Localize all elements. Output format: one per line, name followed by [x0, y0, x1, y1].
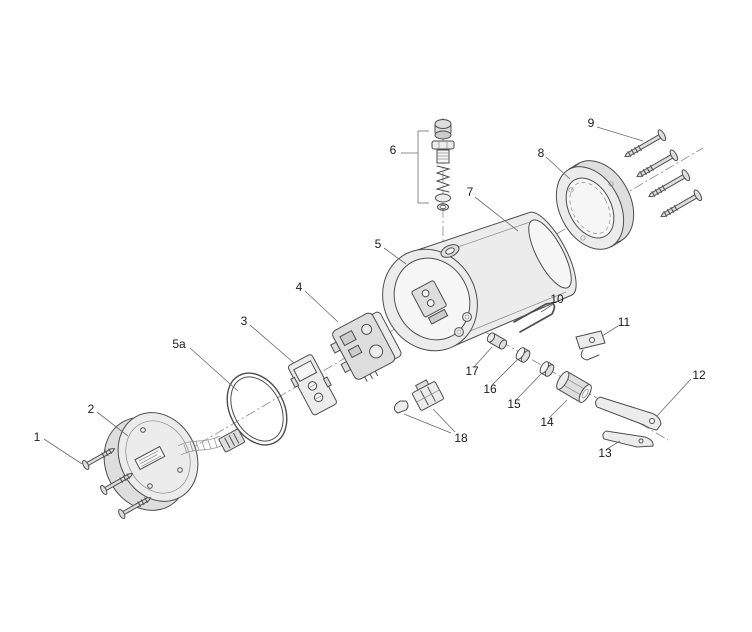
callout-15: 15 — [507, 397, 521, 411]
leader-lines — [43, 126, 692, 465]
callout-17: 17 — [465, 364, 479, 378]
hex-nut-14 — [556, 371, 592, 403]
callout-12: 12 — [692, 368, 706, 382]
fitting-17 — [486, 332, 508, 350]
cover-screws-9 — [621, 128, 704, 223]
o-ring-5a — [226, 372, 288, 446]
washer-16 — [515, 347, 531, 363]
callout-3: 3 — [241, 314, 248, 328]
u-clip-10 — [513, 302, 556, 333]
callout-2: 2 — [88, 402, 95, 416]
cover-assembly-2 — [103, 412, 245, 511]
callout-10: 10 — [550, 292, 564, 306]
retainer-clip-11 — [575, 330, 606, 361]
callout-4: 4 — [296, 280, 303, 294]
callout-9: 9 — [588, 116, 595, 130]
callout-11: 11 — [618, 315, 631, 329]
callout-6: 6 — [390, 143, 397, 157]
electronics-module-4 — [330, 311, 402, 382]
cover-ring-8 — [555, 160, 635, 250]
housing-5 — [382, 211, 577, 352]
washer-15 — [539, 361, 555, 377]
callout-16: 16 — [483, 382, 497, 396]
callout-labels: 1 2 3 4 5 5a 6 7 8 9 10 11 12 13 14 15 1… — [34, 116, 706, 460]
callout-14: 14 — [540, 415, 554, 429]
callout-7: 7 — [467, 185, 474, 199]
callout-1: 1 — [34, 430, 41, 444]
callout-5: 5 — [375, 237, 382, 251]
callout-13: 13 — [598, 446, 612, 460]
bracket-arm-13 — [602, 430, 654, 448]
connector-18 — [393, 379, 444, 414]
vent-assembly-6 — [431, 119, 455, 211]
callout-5a: 5a — [172, 337, 186, 351]
callout-18: 18 — [454, 431, 468, 445]
callout-8: 8 — [538, 146, 545, 160]
terminal-block-3 — [287, 354, 337, 416]
bracket-arm-12 — [595, 396, 662, 431]
